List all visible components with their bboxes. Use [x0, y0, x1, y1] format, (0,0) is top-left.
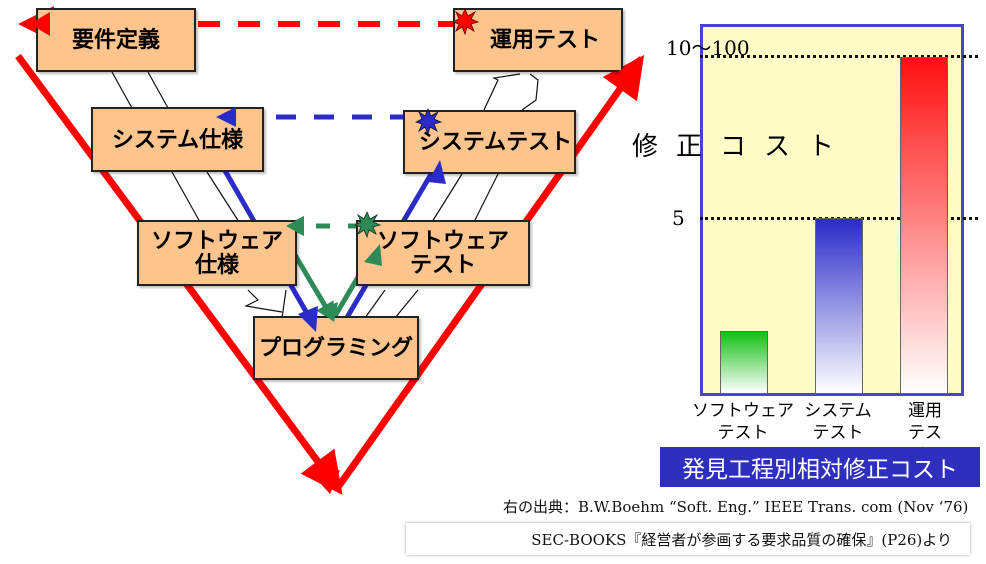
gridline-top — [700, 55, 978, 58]
bar-software-test — [720, 331, 768, 394]
software-spec-to-programming-arrow — [289, 248, 336, 323]
box-system-test: システムテスト — [403, 110, 576, 174]
box-operation-test-label: 運用テスト — [489, 27, 600, 53]
bar-operation-test — [900, 57, 948, 394]
reference-box: SEC-BOOKS『経営者が参画する要求品質の確保』(P26)より — [406, 523, 970, 555]
box-programming: プログラミング — [253, 316, 419, 380]
box-software-spec: ソフトウェア 仕様 — [137, 220, 297, 286]
box-software-spec-line2: 仕様 — [194, 252, 239, 278]
box-programming-label: プログラミング — [258, 335, 413, 361]
box-system-test-label: システムテスト — [418, 129, 573, 155]
decomposition-lines — [111, 71, 539, 319]
x-label-system-test: システム テスト — [804, 401, 872, 443]
box-software-test: ソフトウェア テスト — [356, 220, 530, 286]
box-software-test-line2: テスト — [409, 252, 476, 278]
x-label-software-test: ソフトウェア テスト — [692, 401, 794, 443]
box-system-spec: システム仕様 — [91, 107, 264, 172]
box-operation-test: 運用テスト — [453, 8, 623, 72]
box-requirements-label: 要件定義 — [71, 27, 160, 53]
bar-system-test — [815, 218, 863, 394]
box-requirements: 要件定義 — [36, 8, 196, 72]
y-tick-5: 5 — [672, 206, 685, 230]
chart-caption: 発見工程別相対修正コスト — [660, 447, 980, 487]
source-citation: 右の出典：B.W.Boehm “Soft. Eng.” IEEE Trans. … — [503, 498, 969, 516]
box-system-spec-label: システム仕様 — [111, 126, 244, 153]
box-software-spec-line1: ソフトウェア — [150, 228, 283, 254]
y-tick-top: 10〜100 — [666, 36, 750, 60]
box-software-test-line1: ソフトウェア — [376, 228, 509, 254]
reference-text: SEC-BOOKS『経営者が参画する要求品質の確保』(P26)より — [531, 530, 952, 549]
y-axis-label: 修正コスト — [632, 132, 853, 162]
